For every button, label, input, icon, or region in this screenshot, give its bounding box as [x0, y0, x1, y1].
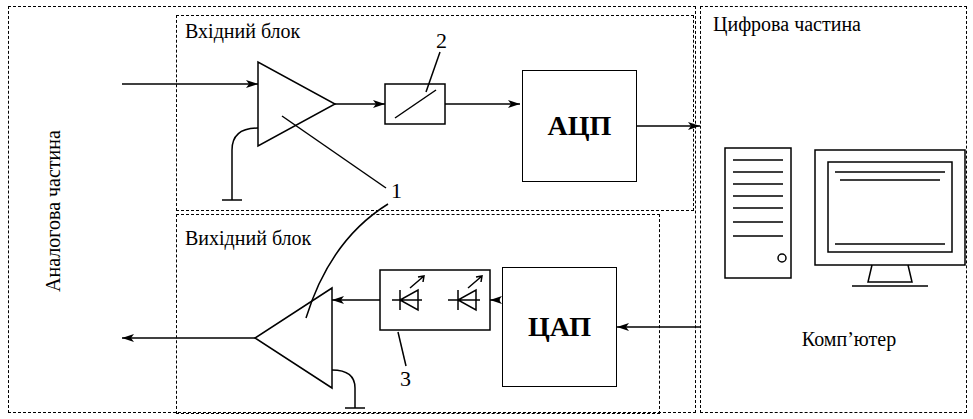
tower-details: [733, 160, 783, 236]
callout-number: 2: [436, 30, 447, 52]
leader-line: [398, 332, 406, 366]
box-label: ЦАП: [528, 311, 591, 343]
digital-region: Цифрова частинаКомп’ютер: [700, 6, 967, 413]
input-amplifier: [258, 62, 335, 146]
ground-wire: [232, 128, 258, 200]
photo-rays: [468, 276, 482, 288]
wire: [490, 299, 500, 301]
block-title: Вихідний блок: [185, 227, 311, 250]
output-amplifier: [255, 288, 332, 388]
box-label: АЦП: [548, 110, 612, 142]
photo-diode: [448, 290, 480, 310]
output-wire: [122, 337, 255, 339]
monitor-stand: [852, 265, 928, 286]
monitor-screen: [828, 162, 952, 252]
signal-arrow: [617, 326, 700, 328]
callout-number: 1: [391, 180, 402, 202]
dac-box: ЦАП: [502, 267, 617, 387]
signal-arrow: [637, 125, 700, 127]
tower-button: [778, 254, 786, 262]
leader-line: [282, 116, 386, 188]
region-title: Аналогова частина: [42, 130, 65, 292]
element-2-slash: [395, 90, 436, 118]
input-block: Вхідний блокАЦП: [176, 15, 694, 211]
led-diode: [392, 290, 422, 310]
output-block: Вихідний блокЦАП: [176, 214, 660, 414]
block-title: Вхідний блок: [185, 20, 300, 43]
wire: [335, 103, 385, 105]
ground-wire: [332, 370, 355, 408]
computer-caption: Комп’ютер: [802, 328, 896, 351]
callout-number: 3: [400, 368, 411, 390]
led-rays: [410, 276, 424, 288]
leader-line: [426, 52, 440, 92]
analog-region: Аналогова частинаВхідний блокАЦПВихідний…: [8, 6, 696, 413]
region-title: Цифрова частина: [713, 13, 861, 36]
wire: [445, 103, 520, 105]
monitor: [815, 150, 965, 265]
optocoupler: [380, 270, 490, 330]
ground-symbol: [222, 199, 242, 201]
input-wire: [122, 83, 258, 85]
ground-symbol: [345, 407, 365, 409]
adc-box: АЦП: [522, 70, 637, 182]
screen-content: [835, 172, 945, 244]
leader-line: [306, 204, 388, 318]
element-2: [385, 84, 445, 124]
wire: [332, 299, 380, 301]
computer-tower: [725, 148, 791, 278]
